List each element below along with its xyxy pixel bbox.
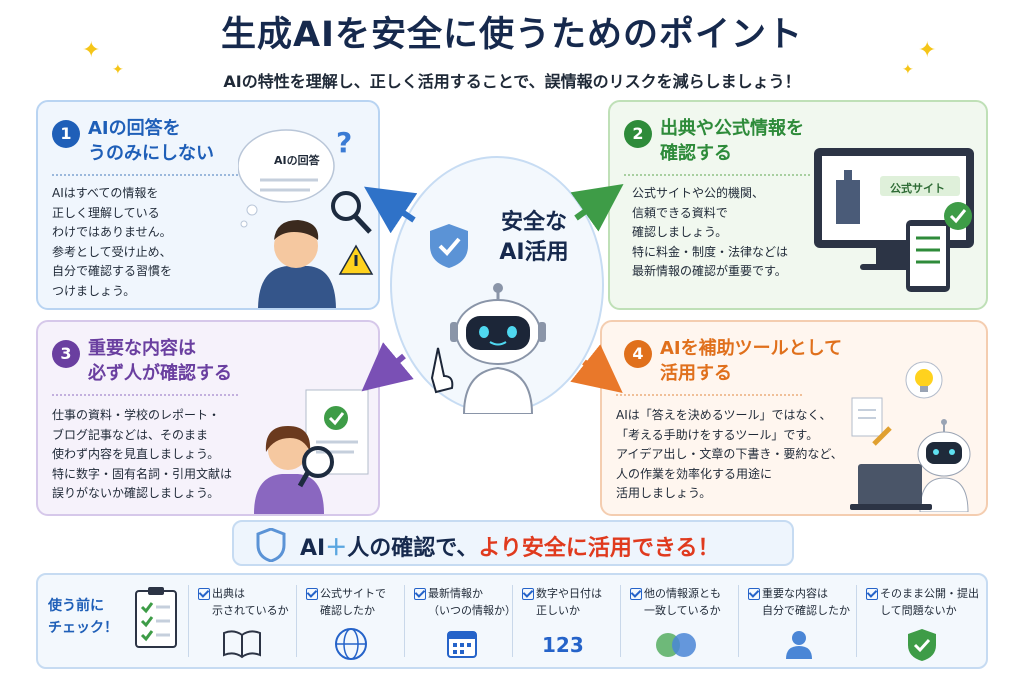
separator <box>404 585 405 657</box>
screen-label: 公式サイト <box>890 182 945 195</box>
checklist-label: 公式サイトで 確認したか <box>320 587 386 617</box>
globe-icon <box>335 628 367 660</box>
checkbox-icon <box>630 588 642 600</box>
book-icon <box>223 630 261 659</box>
person-icon <box>786 631 812 659</box>
card-body: 公式サイトや公的機関、 信頼できる資料で 確認しましょう。 特に料金・制度・法律… <box>632 186 789 278</box>
checklist-item: 公式サイトで 確認したか <box>306 575 406 667</box>
separator <box>296 585 297 657</box>
card-body: AIは「答えを決めるツール」ではなく、 「考える手助けをするツール」です。 アイ… <box>616 408 843 500</box>
shield-icon <box>430 224 468 268</box>
banner-human: 人の確認で、 <box>347 536 479 561</box>
person-with-magnifier-illustration <box>254 389 369 514</box>
checklist-item: そのまま公開・提出 して問題ないか <box>866 575 986 667</box>
robot-icon <box>430 283 546 414</box>
card-number: 1 <box>52 120 80 148</box>
checkbox-icon <box>866 588 878 600</box>
card-title: AIの回答を うのみにしない <box>88 118 214 164</box>
card-body: AIはすべての情報を 正しく理解している わけではありません。 参考として受け止… <box>52 186 173 298</box>
checklist-label: 重要な内容は 自分で確認したか <box>762 587 850 617</box>
divider <box>52 174 238 176</box>
shield-check-icon <box>908 629 936 661</box>
sparkle-icon: ✦ <box>918 38 937 63</box>
divider <box>624 174 810 176</box>
question-mark-icon: ? <box>336 126 353 159</box>
checkbox-icon <box>414 588 426 600</box>
checkbox-icon <box>748 588 760 600</box>
shield-icon <box>256 528 286 562</box>
card-number: 2 <box>624 120 652 148</box>
separator <box>512 585 513 657</box>
card-4: 4 AIを補助ツールとして 活用する AIは「答えを決めるツール」ではなく、 「… <box>600 320 988 516</box>
card-3: 3 重要な内容は 必ず人が確認する 仕事の資料・学校のレポート・ ブログ記事など… <box>36 320 380 516</box>
page-title: 生成AIを安全に使うためのポイント <box>220 15 804 55</box>
card-1: 1 AIの回答を うのみにしない AIはすべての情報を 正しく理解している わけ… <box>36 100 380 310</box>
summary-banner: AI＋人の確認で、より安全に活用できる！ <box>232 520 794 566</box>
checklist-item: 他の情報源とも 一致しているか <box>630 575 740 667</box>
checklist-item: 重要な内容は 自分で確認したか <box>748 575 858 667</box>
card-number: 4 <box>624 340 652 368</box>
sparkle-icon: ✦ <box>82 38 101 63</box>
checklist-item: 最新情報か （いつの情報か） <box>414 575 522 667</box>
page-subtitle: AIの特性を理解し、正しく活用することで、誤情報のリスクを減らしましょう！ <box>223 72 801 91</box>
card-body: 仕事の資料・学校のレポート・ ブログ記事などは、そのまま 使わず内容を見直しまし… <box>52 408 233 500</box>
checklist-label: 最新情報か （いつの情報か） <box>428 587 516 617</box>
card-2: 2 出典や公式情報を 確認する 公式サイトや公的機関、 信頼できる資料で 確認し… <box>608 100 988 310</box>
card-title: 出典や公式情報を 確認する <box>660 118 804 164</box>
monitor-illustration <box>814 148 974 292</box>
sparkle-icon: ✦ <box>902 62 914 78</box>
separator <box>620 585 621 657</box>
bubble-label: AIの回答 <box>274 154 320 167</box>
checklist-label: 数字や日付は 正しいか <box>536 587 602 617</box>
checklist-bar: 使う前に チェック！ 出典は 示されているか 公式サイトで 確認したか 最新情報… <box>36 573 988 669</box>
banner-plus: ＋ <box>325 536 348 561</box>
checklist-label: 他の情報源とも 一致しているか <box>644 587 721 617</box>
card-title: AIを補助ツールとして 活用する <box>660 338 843 384</box>
banner-highlight: より安全に活用できる！ <box>478 536 720 561</box>
checkbox-icon <box>198 588 210 600</box>
separator <box>188 585 189 657</box>
center-label: 安全な AI活用 <box>499 210 569 265</box>
banner-ai: AI <box>300 536 326 561</box>
divider <box>52 394 238 396</box>
arrow-to-card-3 <box>361 342 414 392</box>
separator <box>856 585 857 657</box>
checkbox-icon <box>522 588 534 600</box>
divider <box>616 394 802 396</box>
checklist-heading: 使う前に チェック！ <box>48 598 118 636</box>
calendar-icon <box>447 631 477 658</box>
card-number: 3 <box>52 340 80 368</box>
robot-laptop-illustration <box>850 361 971 512</box>
checklist-label: 出典は 示されているか <box>212 587 289 617</box>
sparkle-icon: ✦ <box>112 62 124 78</box>
checkbox-icon <box>306 588 318 600</box>
overlap-circles-icon <box>656 633 696 657</box>
numbers-icon: 123 <box>542 633 584 657</box>
separator <box>738 585 739 657</box>
clipboard-icon <box>135 587 177 648</box>
card-title: 重要な内容は 必ず人が確認する <box>88 338 232 384</box>
person-thinking-illustration <box>238 129 374 308</box>
checklist-item: 数字や日付は 正しいか 123 <box>522 575 622 667</box>
checklist-item: 出典は 示されているか <box>198 575 298 667</box>
checklist-label: そのまま公開・提出 して問題ないか <box>880 587 979 617</box>
